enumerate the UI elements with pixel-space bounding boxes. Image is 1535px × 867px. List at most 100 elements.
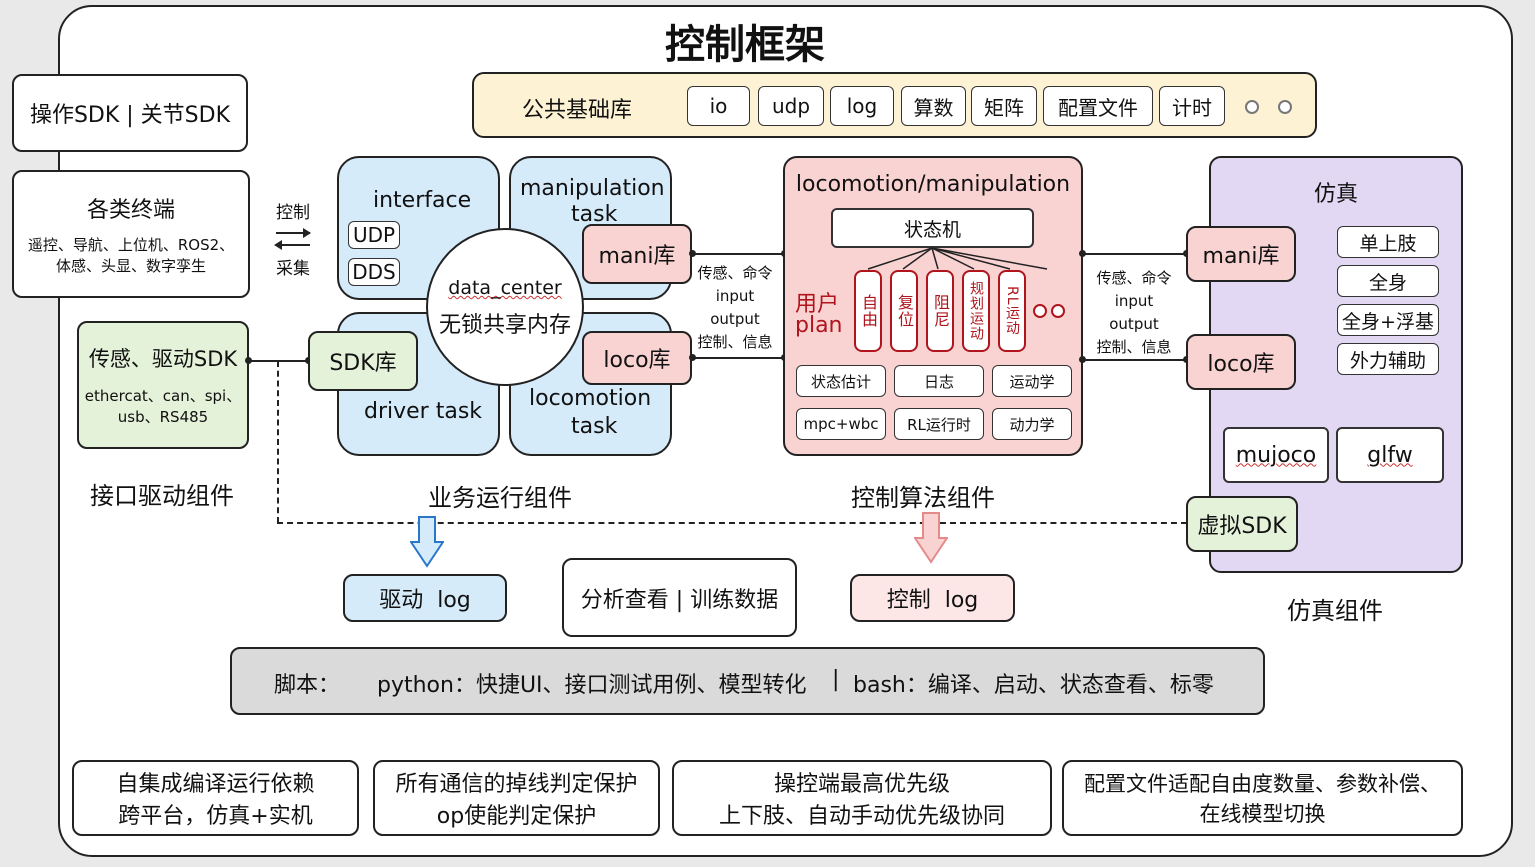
data-center-circle: data_center 无锁共享内存 [426, 228, 584, 386]
mode-reset: 复位 [890, 270, 918, 352]
loco-connector-line [692, 357, 785, 359]
sim-loco-connector-line [1083, 359, 1187, 361]
algorithm-group-label: 控制算法组件 [851, 484, 995, 512]
virtual-sdk-box: 虚拟SDK [1186, 496, 1298, 552]
feature-box-protection: 所有通信的掉线判定保护 op使能判定保护 [373, 760, 660, 836]
operation-sdk-box: 操作SDK | 关节SDK [12, 74, 248, 152]
connector-dot [1079, 250, 1086, 257]
mani-lib-box: mani库 [582, 224, 692, 284]
mode-damping: 阻尼 [926, 270, 954, 352]
common-library-panel: 公共基础库 io udp log 算数 矩阵 配置文件 计时 [472, 72, 1317, 138]
drive-log-box: 驱动 log [343, 574, 507, 622]
mode-rl-motion: RL运动 [998, 270, 1026, 352]
sensor-sdk-title: 传感、驱动SDK [88, 347, 238, 371]
terminals-line1: 遥控、导航、上位机、ROS2、 [27, 236, 235, 254]
drive-log-label: 驱动 log [379, 588, 471, 613]
module-rl-runtime: RL运行时 [894, 408, 984, 440]
feature-box-build: 自集成编译运行依赖 跨平台，仿真+实机 [72, 760, 359, 836]
mani-lib-label: mani库 [598, 244, 676, 269]
common-library-label: 公共基础库 [522, 98, 633, 123]
arrow-label-collect: 采集 [276, 259, 310, 279]
data-center-label: data_center [448, 277, 562, 299]
page-title: 控制框架 [665, 22, 825, 68]
sim-option-single-arm: 单上肢 [1337, 226, 1439, 258]
connector-left-text: 传感、命令 input output 控制、信息 [692, 262, 778, 354]
manipulation-task-label-1: manipulation [520, 176, 665, 201]
connector-dot [245, 357, 252, 364]
lib-chip-config: 配置文件 [1043, 86, 1153, 126]
user-plan-label-2: plan [795, 313, 843, 338]
more-dot-icon [1033, 304, 1047, 318]
terminals-title: 各类终端 [86, 198, 175, 223]
lib-chip-udp: udp [758, 86, 824, 126]
feature-box-priority: 操控端最高优先级 上下肢、自动手动优先级协同 [672, 760, 1052, 836]
terminals-line2: 体感、头显、数字孪生 [55, 257, 206, 275]
connector-right-text: 传感、命令 input output 控制、信息 [1090, 267, 1178, 359]
module-kinematics: 运动学 [992, 365, 1072, 397]
analysis-label: 分析查看 | 训练数据 [580, 587, 779, 613]
down-arrow-blue-icon [410, 516, 444, 568]
more-dot-icon [1051, 304, 1065, 318]
scripts-python: python：快捷UI、接口测试用例、模型转化 [377, 673, 807, 698]
interface-label: interface [373, 188, 472, 213]
connector-right-line4: 控制、信息 [1096, 338, 1172, 356]
state-machine-box: 状态机 [831, 208, 1034, 248]
lib-chip-log: log [830, 86, 894, 126]
shared-memory-label: 无锁共享内存 [438, 313, 571, 338]
arrow-right-line [276, 232, 310, 234]
scripts-label: 脚本： [274, 673, 341, 698]
sdk-lib-box: SDK库 [308, 331, 418, 391]
sensor-sdk-line2: usb、RS485 [117, 408, 209, 426]
feature-priority-line1: 操控端最高优先级 [773, 772, 950, 797]
mani-connector-line [692, 253, 785, 255]
connector-dot [689, 354, 696, 361]
scripts-bash: bash：编译、启动、状态查看、标零 [853, 673, 1214, 698]
sim-loco-lib-box: loco库 [1186, 334, 1296, 390]
feature-protection-line2: op使能判定保护 [436, 804, 597, 829]
down-arrow-pink-icon [914, 512, 948, 564]
sdk-lib-label: SDK库 [329, 351, 397, 376]
connector-right-line3: output [1109, 315, 1159, 333]
feature-box-config: 配置文件适配自由度数量、参数补偿、 在线模型切换 [1062, 760, 1463, 836]
dds-chip: DDS [348, 258, 400, 286]
state-machine-fanout [867, 247, 1048, 270]
sim-loco-lib-label: loco库 [1207, 352, 1275, 377]
sim-mani-lib-box: mani库 [1186, 226, 1296, 282]
sim-option-external-force: 外力辅助 [1337, 343, 1439, 375]
connector-right-line1: 传感、命令 [1096, 269, 1172, 287]
sensor-to-sdk-line [249, 360, 309, 362]
mujoco-box: mujoco [1223, 427, 1329, 483]
driver-task-label: driver task [364, 399, 483, 424]
sim-option-whole-body-floating: 全身+浮基 [1337, 304, 1439, 336]
lib-chip-timer: 计时 [1159, 86, 1225, 126]
lib-chip-matrix: 矩阵 [971, 86, 1037, 126]
business-group-label: 业务运行组件 [428, 484, 572, 512]
simulation-title: 仿真 [1313, 182, 1358, 207]
module-log: 日志 [894, 365, 984, 397]
more-dot-icon [1278, 100, 1292, 114]
connector-left-line1: 传感、命令 [697, 264, 773, 282]
connector-right-line2: input [1114, 292, 1154, 310]
dashed-link-horizontal [277, 522, 1187, 524]
sim-mani-lib-label: mani库 [1202, 244, 1280, 269]
locomotion-task-label-1: locomotion [529, 386, 652, 411]
sim-mani-connector-line [1083, 253, 1187, 255]
lib-chip-io: io [687, 86, 750, 126]
module-mpc-wbc: mpc+wbc [796, 408, 886, 440]
more-dot-icon [1245, 100, 1259, 114]
arrow-right-icon [303, 228, 311, 238]
feature-build-line2: 跨平台，仿真+实机 [118, 804, 313, 829]
feature-config-line2: 在线模型切换 [1199, 802, 1326, 826]
scripts-bar: 脚本： python：快捷UI、接口测试用例、模型转化 | bash：编译、启动… [230, 647, 1265, 715]
loco-lib-box: loco库 [582, 331, 692, 385]
control-log-box: 控制 log [850, 574, 1015, 622]
locomotion-task-label-2: task [571, 414, 618, 439]
feature-priority-line2: 上下肢、自动手动优先级协同 [718, 804, 1005, 829]
udp-chip: UDP [348, 221, 400, 249]
sim-option-whole-body: 全身 [1337, 265, 1439, 297]
interface-driver-group-label: 接口驱动组件 [90, 482, 234, 510]
algorithm-title: locomotion/manipulation [795, 172, 1071, 197]
terminals-box: 各类终端 遥控、导航、上位机、ROS2、 体感、头显、数字孪生 [12, 170, 250, 298]
connector-dot [689, 250, 696, 257]
arrow-left-line [276, 244, 310, 246]
